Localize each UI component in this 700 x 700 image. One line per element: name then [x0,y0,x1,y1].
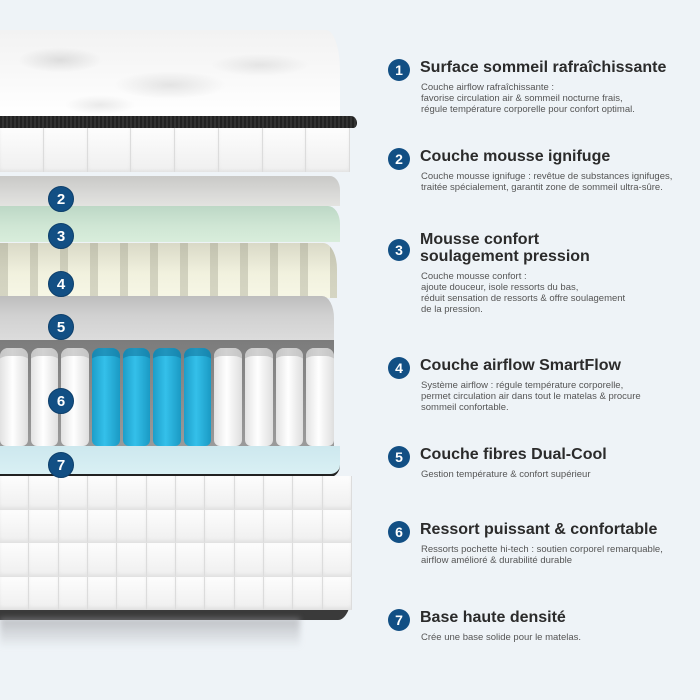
feature-number-badge: 6 [388,521,410,543]
feature-description: Couche mousse confort : ajoute douceur, … [421,271,626,315]
feature-description: Gestion température & confort supérieur [421,469,591,480]
layer-badge-7: 7 [48,452,74,478]
spring-coil-highlighted [91,348,120,446]
feature-title: Couche mousse ignifuge [420,148,611,165]
spring-coil [0,348,28,446]
layer-1-cooling-surface [0,30,340,118]
layer-badge-6: 6 [48,388,74,414]
feature-number-badge: 3 [388,239,410,261]
feature-3: 3 Mousse confort soulagement pression Co… [388,231,698,315]
spring-coil [306,348,335,446]
base-shadow [0,618,300,648]
feature-number-badge: 2 [388,148,410,170]
feature-number-badge: 4 [388,357,410,379]
feature-number-badge: 1 [388,59,410,81]
feature-description: Ressorts pochette hi-tech : soutien corp… [421,544,663,566]
feature-5: 5 Couche fibres Dual-Cool Gestion tempér… [388,446,698,480]
spring-coil-highlighted [183,348,212,446]
feature-title: Couche airflow SmartFlow [420,357,621,374]
feature-1: 1 Surface sommeil rafraîchissante Couche… [388,59,698,115]
feature-6: 6 Ressort puissant & confortable Ressort… [388,521,698,566]
feature-title: Mousse confort soulagement pression [420,231,590,265]
spring-coil [214,348,243,446]
feature-title: Surface sommeil rafraîchissante [420,59,667,76]
feature-7: 7 Base haute densité Crée une base solid… [388,609,698,643]
spring-coil-highlighted [153,348,181,446]
spring-coil [245,348,273,446]
spring-coil [275,348,304,446]
top-quilted-side [0,128,350,172]
spring-coil-highlighted [122,348,151,446]
base-quilted-side [0,476,352,620]
feature-title: Base haute densité [420,609,566,626]
feature-number-badge: 7 [388,609,410,631]
layer-badge-5: 5 [48,314,74,340]
layer-badge-2: 2 [48,186,74,212]
feature-2: 2 Couche mousse ignifuge Couche mousse i… [388,148,698,193]
feature-title: Couche fibres Dual-Cool [420,446,607,463]
feature-description: Couche mousse ignifuge : revêtue de subs… [421,171,673,193]
layer-badge-3: 3 [48,223,74,249]
feature-number-badge: 5 [388,446,410,468]
mattress-illustration: 2 3 4 5 6 7 [0,30,357,648]
feature-description: Couche airflow rafraîchissante : favoris… [421,82,635,115]
layer-badge-4: 4 [48,271,74,297]
feature-title: Ressort puissant & confortable [420,521,658,538]
feature-description: Système airflow : régule température cor… [421,380,641,413]
feature-description: Crée une base solide pour le matelas. [421,632,582,643]
top-piping-edge [0,116,357,128]
feature-4: 4 Couche airflow SmartFlow Système airfl… [388,357,698,413]
